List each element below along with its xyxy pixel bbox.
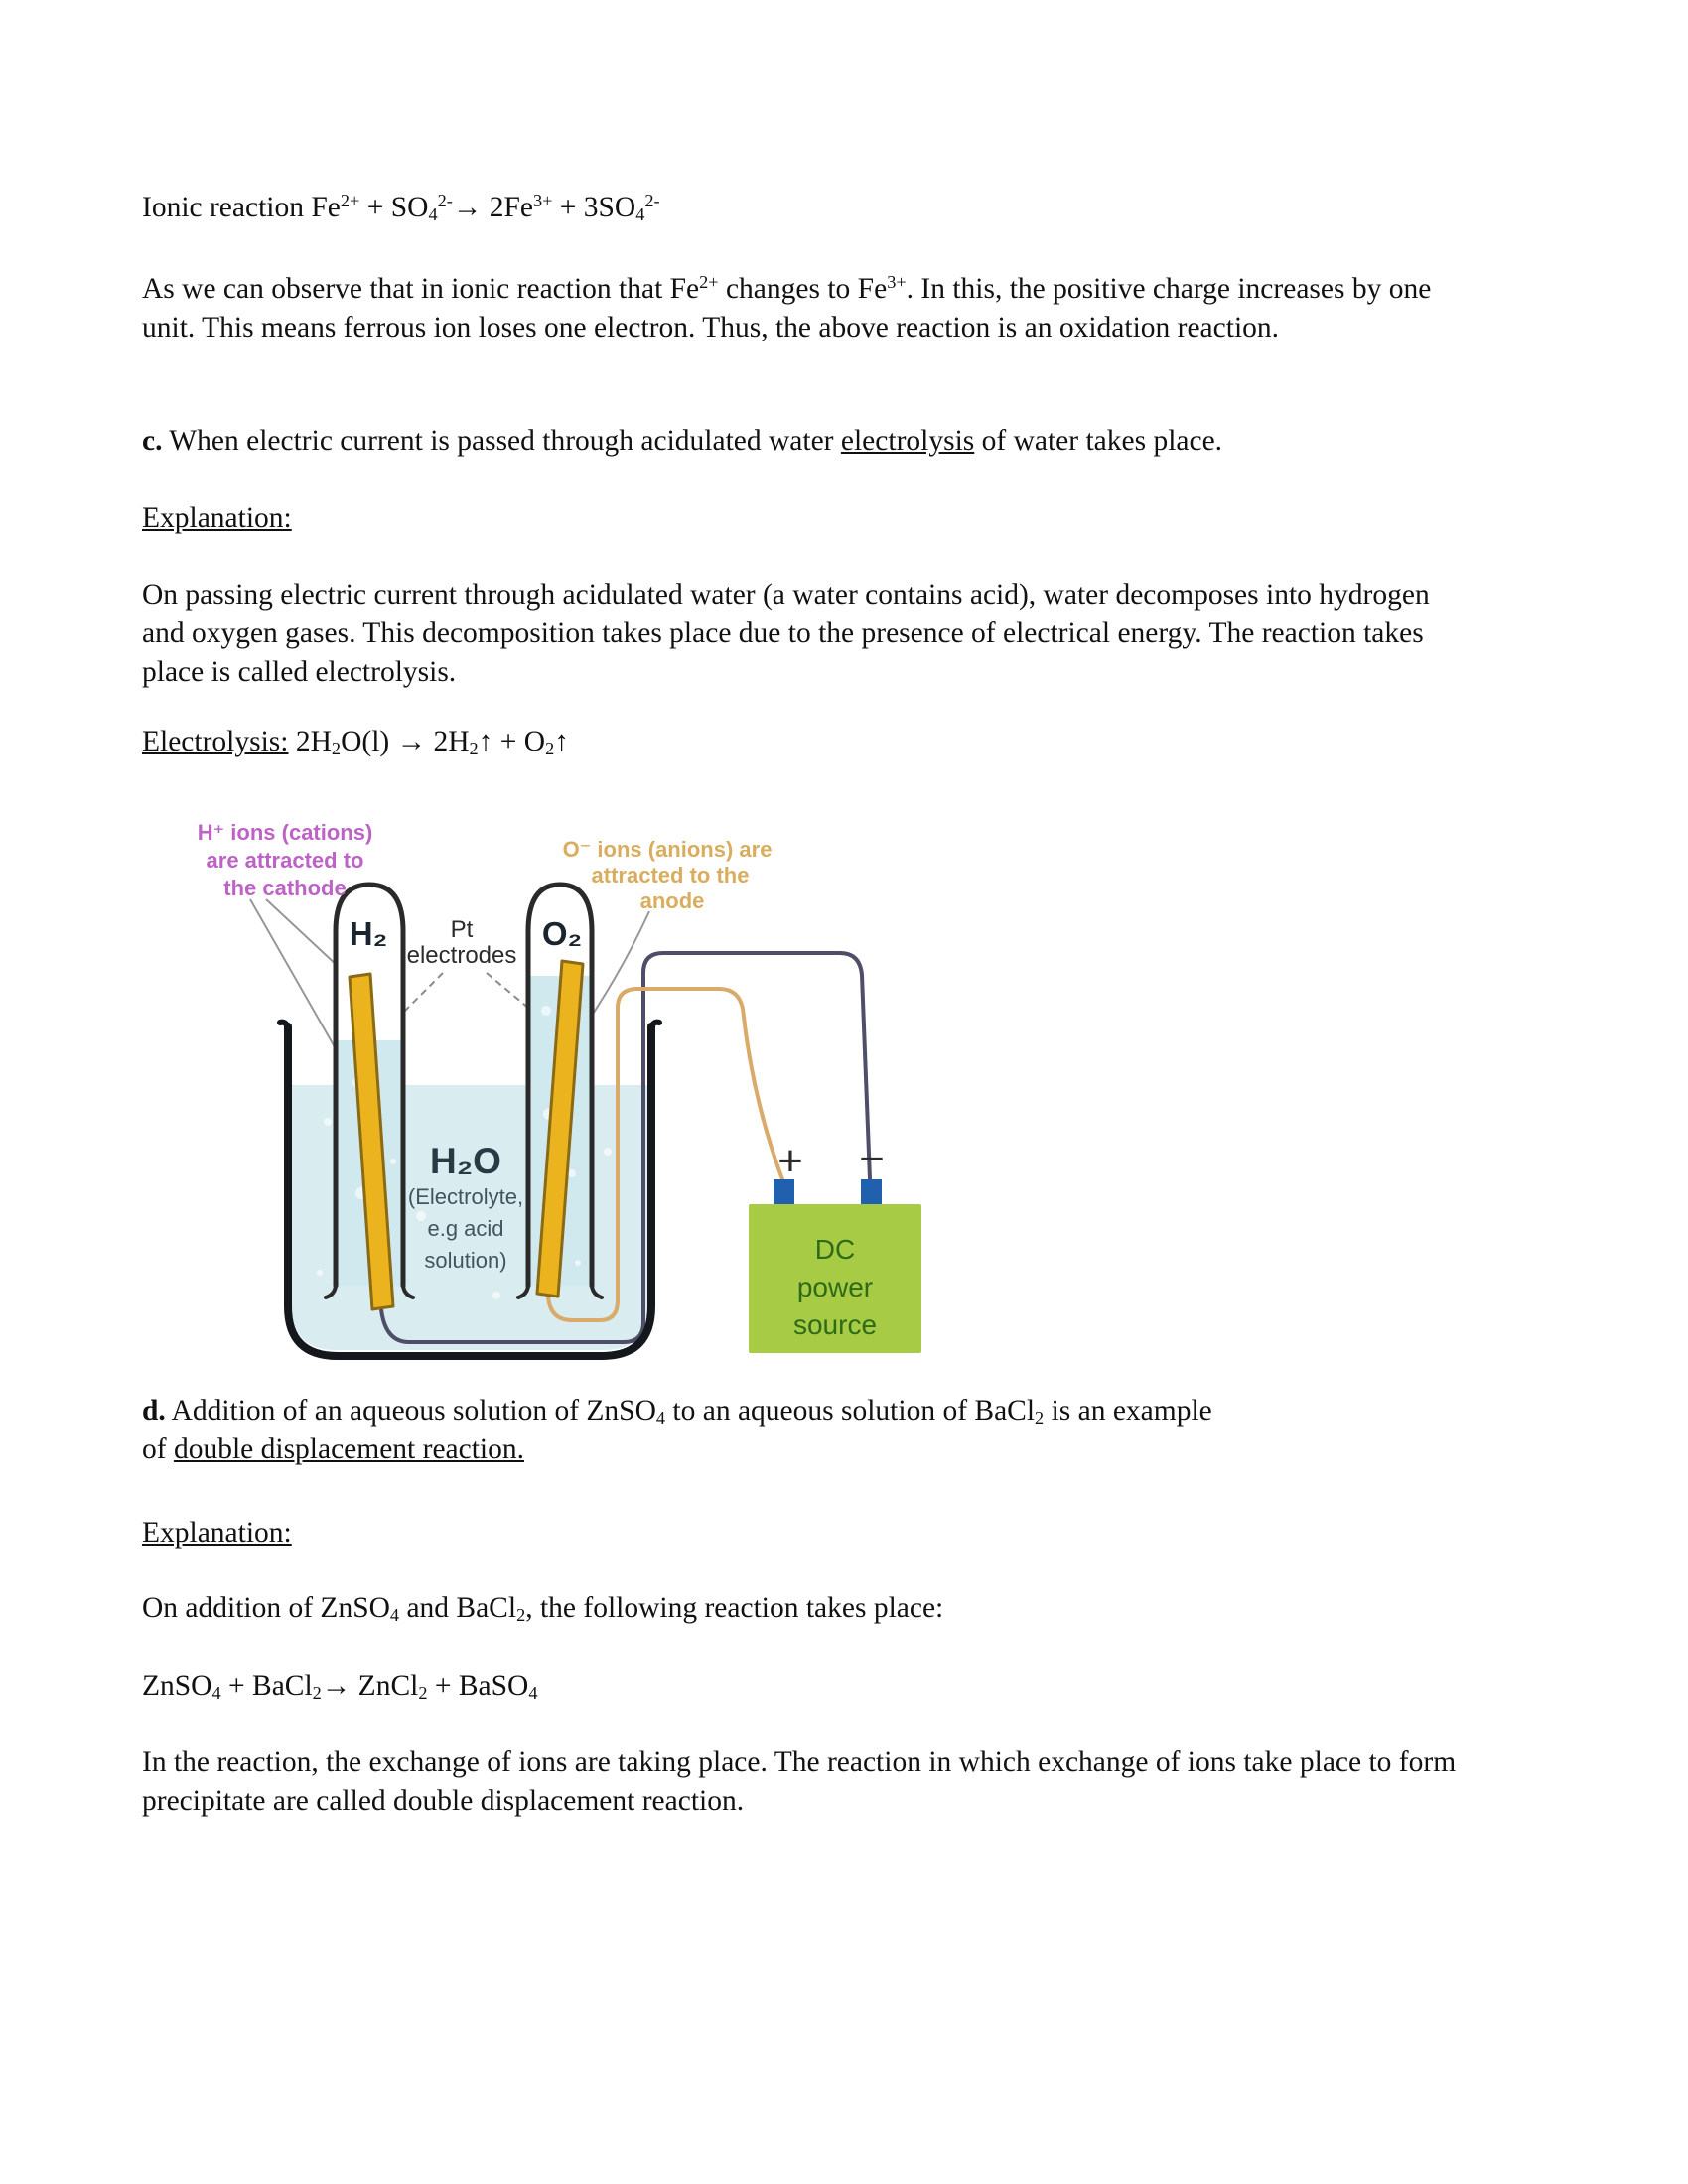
explanation-heading-c: Explanation: <box>142 502 292 534</box>
beaker-lip-right <box>648 1019 662 1031</box>
beaker-lip-left <box>277 1019 291 1031</box>
paragraph-addition: On addition of ZnSO4 and BaCl2, the foll… <box>142 1592 944 1625</box>
pt-electrodes-label: Pt electrodes <box>407 916 517 969</box>
left-test-tube-glass <box>333 882 406 1289</box>
item-d-paragraph: d. Addition of an aqueous solution of Zn… <box>142 1395 1212 1465</box>
paragraph-electrolysis: On passing electric current through acid… <box>142 579 1430 688</box>
anode-label-line3: anode <box>640 888 705 913</box>
electrolysis-diagram: H⁺ ions (cations) are attracted to the c… <box>198 820 921 1360</box>
paragraph-exchange: In the reaction, the exchange of ions ar… <box>142 1746 1457 1817</box>
hydrogen-gas-label: H₂ <box>350 915 388 952</box>
electrolyte-label-line2: (Electrolyte, <box>408 1184 523 1209</box>
cathode-leader-line <box>249 898 339 1053</box>
right-tube-foot-right <box>590 1284 604 1299</box>
positive-terminal <box>774 1179 794 1209</box>
anode-label-line2: attracted to the <box>592 863 750 887</box>
left-tube-foot-left <box>324 1284 338 1299</box>
equation-double-displacement: ZnSO4 + BaCl2→ ZnCl2 + BaSO4 <box>142 1670 538 1703</box>
item-c-line: c. When electric current is passed throu… <box>142 425 1223 457</box>
dc-power-box <box>749 1204 921 1353</box>
ionic-reaction-line: Ionic reaction Fe2+ + SO42-→ 2Fe3+ + 3SO… <box>142 190 660 224</box>
dc-power-source-label: DC power source <box>793 1234 877 1340</box>
cathode-label-line3: the cathode <box>223 876 346 900</box>
negative-terminal <box>861 1179 882 1209</box>
left-electrode <box>348 972 395 1311</box>
electrolyte-label: H₂O (Electrolyte, e.g acid solution) <box>408 1141 523 1273</box>
cathode-label-line1: H⁺ ions (cations) <box>198 820 373 845</box>
explanation-heading-d: Explanation: <box>142 1517 292 1549</box>
anode-label-line1: O⁻ ions (anions) are <box>563 837 773 862</box>
oxygen-gas-label: O₂ <box>542 915 582 952</box>
cathode-label-line2: are attracted to <box>207 848 364 873</box>
dc-label-line3: source <box>793 1309 877 1340</box>
dc-label-line1: DC <box>815 1234 855 1265</box>
negative-sign: − <box>859 1135 885 1183</box>
electrolyte-label-line3: e.g acid <box>427 1216 503 1241</box>
pt-label-line2: electrodes <box>407 942 517 969</box>
cathode-ion-label: H⁺ ions (cations) are attracted to the c… <box>198 820 373 900</box>
left-tube-foot-right <box>401 1284 415 1299</box>
positive-sign: + <box>777 1137 803 1185</box>
cathode-wire <box>379 951 872 1344</box>
electrolysis-equation-line: Electrolysis: 2H2O(l) → 2H2↑ + O2↑ <box>142 726 569 758</box>
dc-label-line2: power <box>797 1272 873 1302</box>
h2o-label: H₂O <box>430 1141 501 1181</box>
paragraph-oxidation: As we can observe that in ionic reaction… <box>142 271 1432 343</box>
right-electrode <box>535 959 585 1298</box>
pt-label-line1: Pt <box>451 916 474 943</box>
right-tube-foot-left <box>516 1284 530 1299</box>
right-test-tube-glass <box>525 882 595 1289</box>
anode-ion-label: O⁻ ions (anions) are attracted to the an… <box>563 837 773 913</box>
beaker-outline <box>284 1023 655 1360</box>
electrolyte-label-line4: solution) <box>424 1248 506 1273</box>
anode-wire <box>546 987 784 1322</box>
pt-leader-right <box>486 972 561 1035</box>
